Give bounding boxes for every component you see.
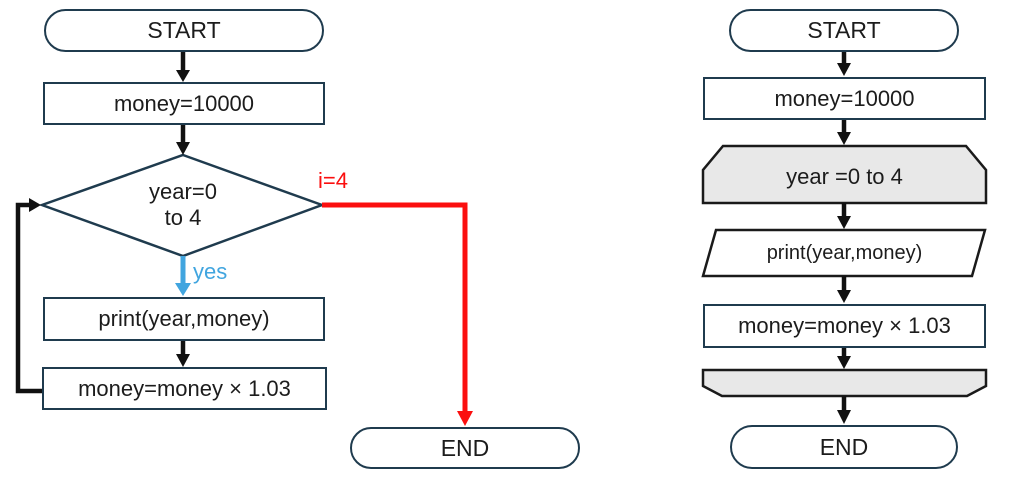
left-print-node: print(year,money) xyxy=(43,297,325,341)
left-decision-label-line1: year=0 xyxy=(149,179,217,204)
left-loopback-arrowhead xyxy=(29,198,41,212)
right-print-parallelogram xyxy=(701,228,987,278)
right-print-text: print(year,money) xyxy=(766,241,923,264)
right-loop-end-shape xyxy=(701,368,988,398)
right-init-label: money=10000 xyxy=(774,85,915,111)
left-init-node: money=10000 xyxy=(43,82,325,125)
right-arrowhead-update-to-loopend xyxy=(837,356,851,369)
left-yes-edge-label: yes xyxy=(193,259,228,284)
right-update-label: money=money × 1.03 xyxy=(738,313,951,338)
right-loop-start-text: year =0 to 4 xyxy=(786,164,903,189)
right-start-label: START xyxy=(807,17,881,43)
left-start-node: START xyxy=(44,9,324,52)
left-exit-line xyxy=(322,202,468,412)
left-arrowhead-init-to-decision xyxy=(176,142,190,155)
right-update-node: money=money × 1.03 xyxy=(703,304,986,348)
right-arrowhead-loopend-to-end xyxy=(837,410,851,424)
left-decision-label-line2: to 4 xyxy=(164,205,202,230)
left-yes-arrowhead xyxy=(175,283,191,296)
left-loopback-line xyxy=(15,202,42,394)
left-exit-edge-label: i=4 xyxy=(318,168,348,193)
left-end-label: END xyxy=(440,434,490,461)
right-print-label: print(year,money) xyxy=(703,230,986,276)
left-print-label: print(year,money) xyxy=(98,306,270,331)
right-arrowhead-loopstart-to-print xyxy=(837,216,851,229)
right-end-label: END xyxy=(819,433,869,460)
left-arrowhead-print-to-update xyxy=(176,354,190,367)
right-init-node: money=10000 xyxy=(703,77,986,120)
right-start-node: START xyxy=(729,9,959,52)
right-loop-start-shape xyxy=(701,144,988,205)
left-init-label: money=10000 xyxy=(113,90,255,116)
right-arrowhead-start-to-init xyxy=(837,63,851,76)
left-update-label: money=money × 1.03 xyxy=(78,375,291,401)
left-end-node: END xyxy=(350,427,580,469)
right-end-node: END xyxy=(730,425,958,469)
right-loop-start-label: year =0 to 4 xyxy=(703,152,986,202)
right-arrowhead-print-to-update xyxy=(837,290,851,303)
left-start-label: START xyxy=(147,17,221,43)
left-arrowhead-start-to-init xyxy=(176,70,190,82)
left-decision-label: year=0 to 4 xyxy=(113,177,253,233)
right-arrowhead-init-to-loopstart xyxy=(837,132,851,145)
left-exit-arrowhead xyxy=(457,411,473,426)
left-update-node: money=money × 1.03 xyxy=(42,367,327,410)
